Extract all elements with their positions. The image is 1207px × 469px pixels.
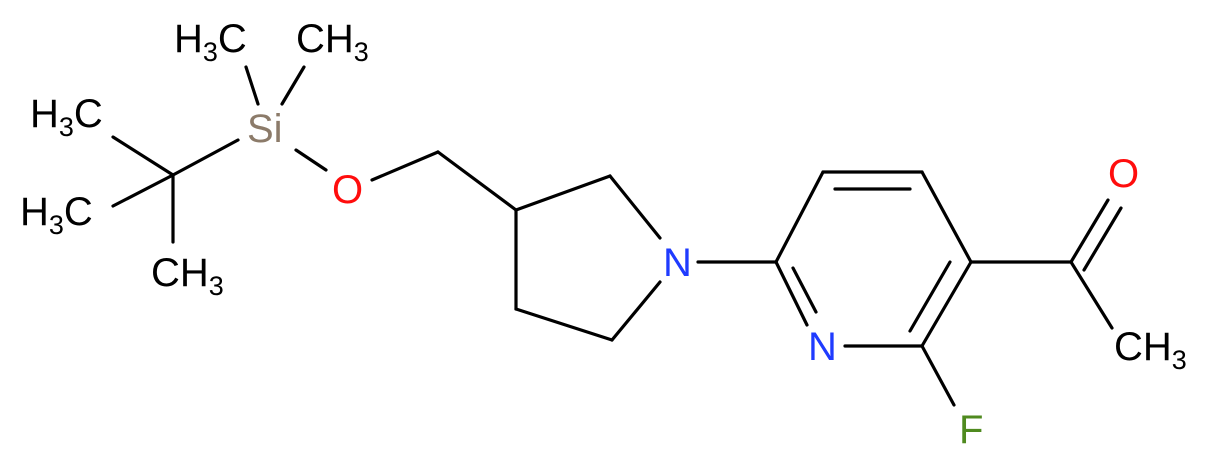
bond-si-methyl-right: [280, 65, 306, 106]
bond-ch2-c3: [436, 150, 518, 212]
h3c-left-lower-label: H3C: [20, 190, 93, 240]
bond-pyridine-n1-c6: [774, 260, 809, 327]
ether-oxygen-label: O: [332, 168, 363, 212]
ch3-bottom-left-label: CH3: [151, 251, 224, 301]
h3c-top-label: H3C: [174, 17, 247, 67]
bond-pyridine-c4-c3: [920, 170, 973, 264]
silicon-label: Si: [247, 107, 283, 151]
fluorine-label: F: [959, 408, 983, 452]
h3c-left-upper-label: H3C: [30, 92, 103, 142]
bond-pyrrolidine-c5-c4: [514, 307, 614, 342]
bond-pyrrolidine-c2-n: [608, 174, 662, 240]
atom-labels: H3C CH3 H3C Si O H3C CH3 N O N CH3 F: [20, 17, 1187, 452]
bond-si-tbutyl: [171, 138, 240, 177]
bond-si-methyl-left: [244, 65, 260, 106]
bond-c2-f: [920, 344, 956, 407]
bond-tbutyl-ch3-upper: [111, 135, 175, 177]
bond-lines: [111, 65, 1123, 407]
bond-carbonyl-o-1: [1069, 198, 1110, 264]
bond-pyridine-c3-c2: [920, 260, 973, 348]
bond-pyrrolidine-c3-c2: [514, 174, 612, 212]
pyridine-nitrogen-label: N: [808, 325, 837, 369]
bond-carbonyl-o-2: [1082, 206, 1123, 272]
ch3-top-label: CH3: [296, 17, 369, 67]
bond-pyridine-c3-c2-inner: [908, 260, 952, 333]
bond-tbutyl-ch3-lower-left: [111, 173, 175, 208]
bond-si-o: [294, 148, 328, 172]
pyrrolidine-nitrogen-label: N: [663, 241, 692, 285]
ketone-oxygen-label: O: [1108, 152, 1139, 196]
bond-carbonyl-ch3: [1069, 260, 1114, 330]
bond-pyridine-c6-c5: [774, 170, 825, 264]
acetyl-ch3-label: CH3: [1114, 325, 1187, 375]
bond-pyrrolidine-n-c5: [610, 280, 662, 342]
bond-o-ch2: [370, 150, 440, 182]
bond-pyridine-n1-c6-inner: [791, 266, 818, 314]
